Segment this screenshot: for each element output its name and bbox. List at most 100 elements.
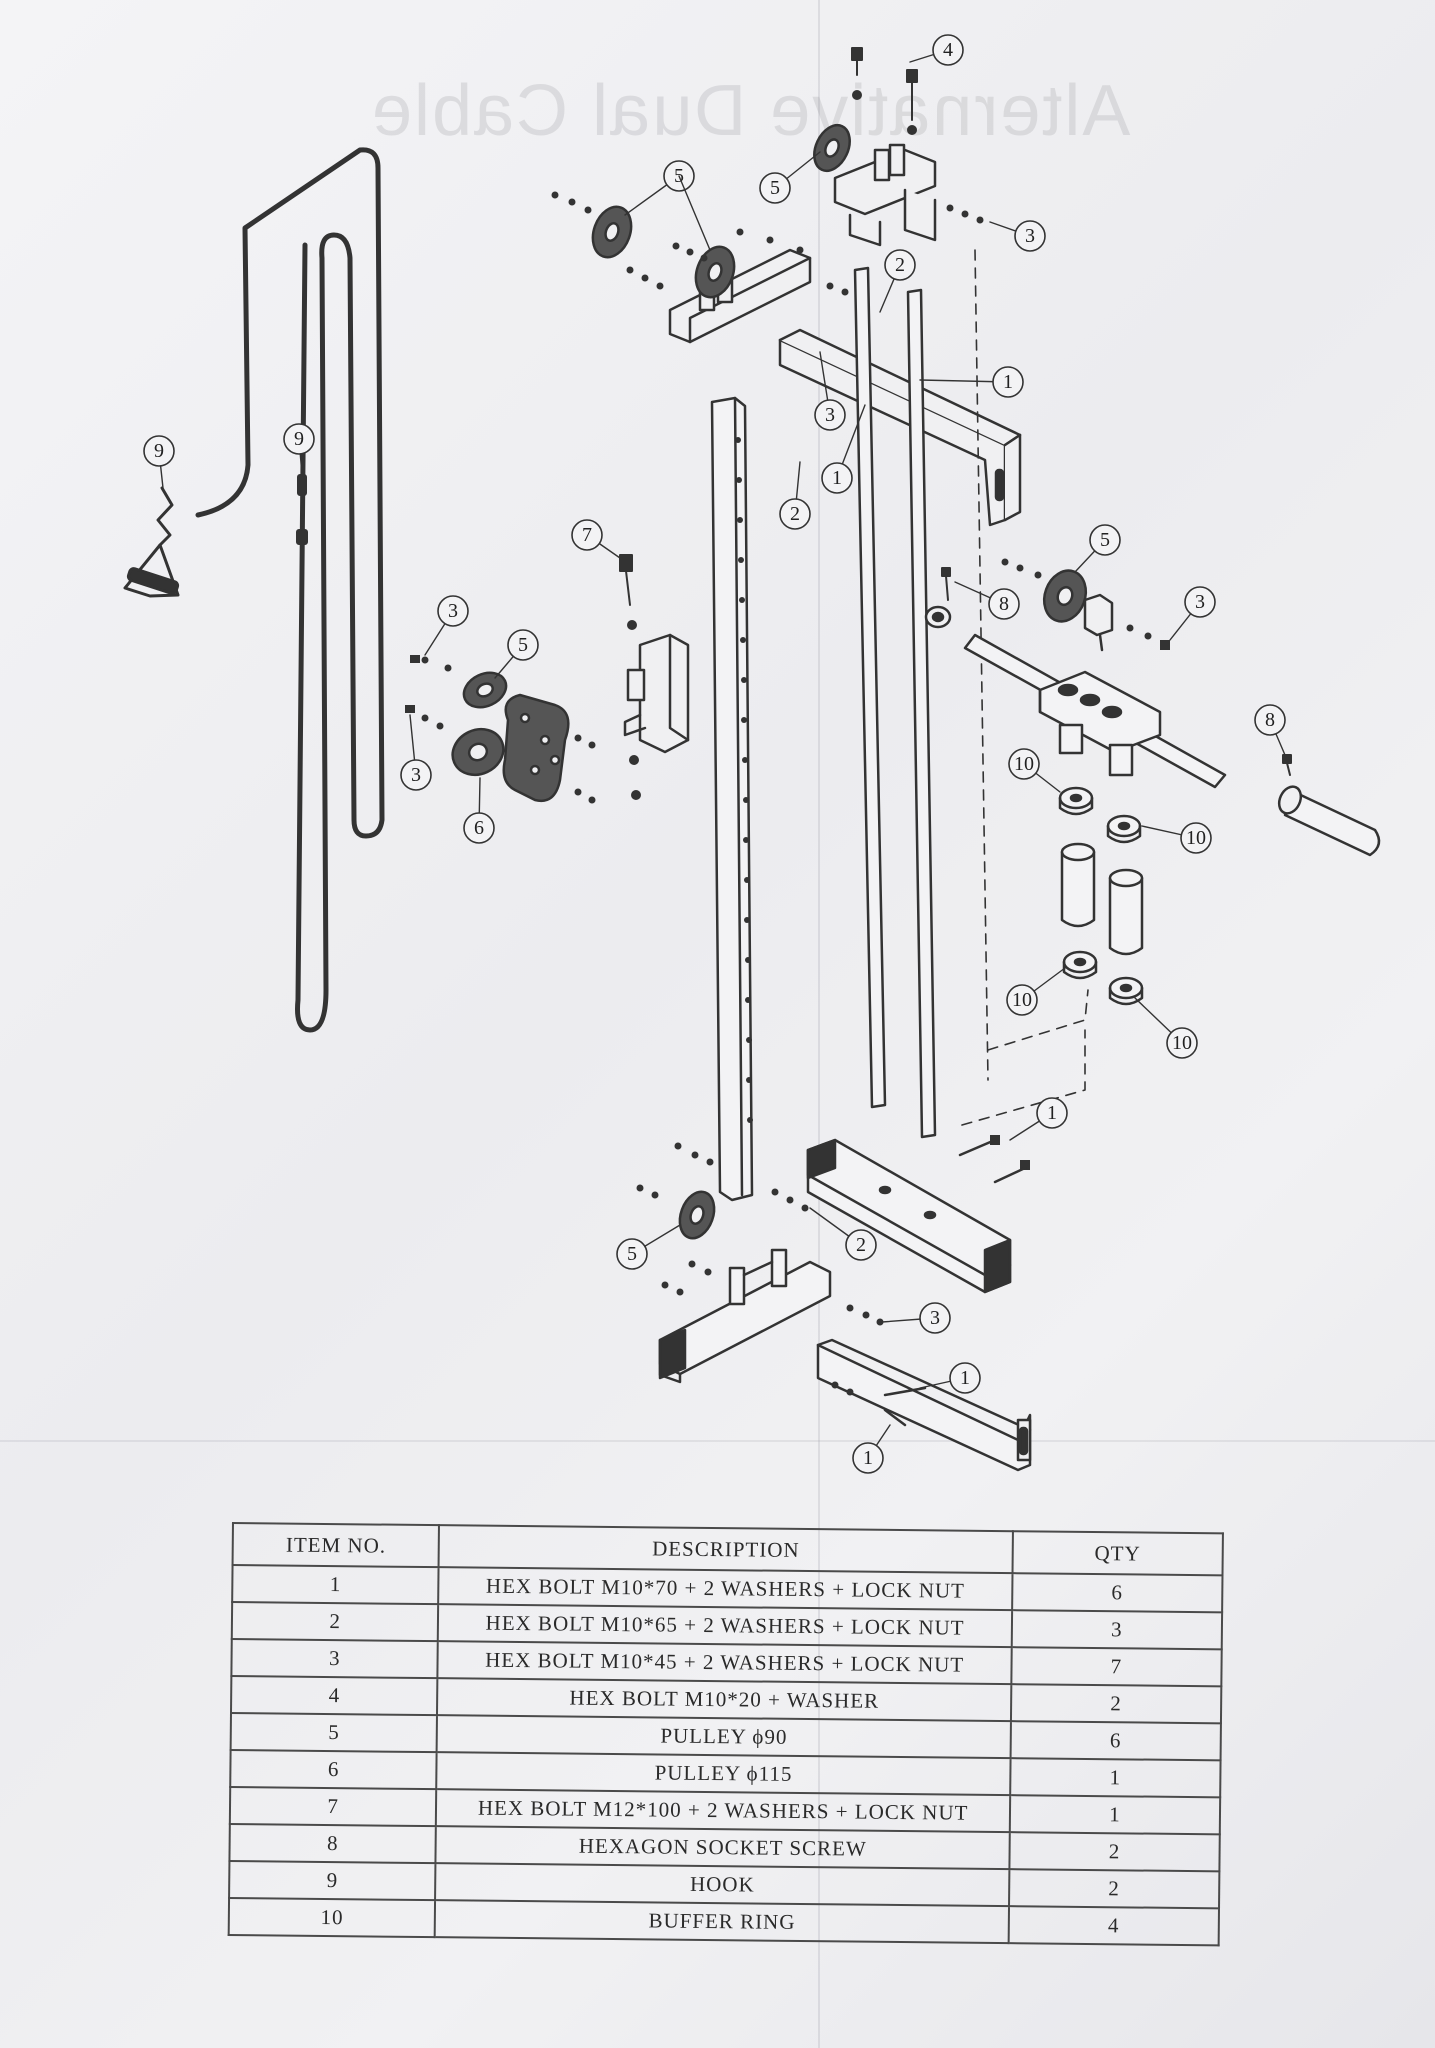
callout-5-upper-left-b <box>678 175 711 251</box>
callout-3-upper-mid: 3 <box>814 351 846 431</box>
bolt-set-icon <box>551 191 984 296</box>
svg-text:1: 1 <box>1047 1102 1057 1124</box>
svg-text:1: 1 <box>832 467 842 489</box>
top-pulley-bracket <box>833 143 937 247</box>
cell-qty: 1 <box>1009 1795 1221 1835</box>
cell-qty: 4 <box>1008 1906 1220 1946</box>
svg-text:3: 3 <box>411 764 421 786</box>
cell-item: 3 <box>231 1639 439 1679</box>
header-qty: QTY <box>1012 1531 1223 1576</box>
svg-text:3: 3 <box>1195 591 1205 613</box>
cell-item: 6 <box>230 1749 438 1790</box>
svg-text:2: 2 <box>856 1234 866 1256</box>
base-bolts <box>636 1135 1030 1427</box>
header-item-no: ITEM NO. <box>232 1523 440 1568</box>
fold-crease-vertical <box>818 0 820 2048</box>
cell-description: BUFFER RING <box>435 1900 1009 1944</box>
svg-text:2: 2 <box>790 503 800 525</box>
svg-text:10: 10 <box>1186 827 1206 849</box>
svg-text:10: 10 <box>1012 989 1032 1011</box>
callout-10-lower-right: 10 <box>1134 997 1198 1059</box>
pulley-icon <box>813 123 851 173</box>
cell-qty: 6 <box>1011 1573 1223 1613</box>
parts-list-table: ITEM NO. DESCRIPTION QTY 1 HEX BOLT M10*… <box>228 1522 1224 1946</box>
svg-text:10: 10 <box>1172 1032 1192 1054</box>
base-pulley-bracket <box>658 1248 832 1384</box>
callout-7: 7 <box>571 519 621 559</box>
cell-description: HEX BOLT M10*70 + 2 WASHERS + LOCK NUT <box>438 1567 1013 1611</box>
callout-5-top-right: 5 <box>759 151 821 204</box>
svg-text:9: 9 <box>154 440 164 462</box>
header-description: DESCRIPTION <box>438 1525 1013 1574</box>
callout-1-upper-right: 1 <box>919 366 1024 398</box>
callout-9-hook: 9 <box>283 423 315 476</box>
cell-item: 5 <box>230 1713 438 1753</box>
svg-text:1: 1 <box>1003 371 1013 393</box>
callout-3-left-lower: 3 <box>400 714 432 791</box>
cell-description: HEXAGON SOCKET SCREW <box>435 1826 1010 1870</box>
cell-description: HEX BOLT M10*45 + 2 WASHERS + LOCK NUT <box>437 1641 1012 1685</box>
cell-item: 1 <box>232 1565 439 1605</box>
svg-text:2: 2 <box>895 254 905 276</box>
cell-qty: 3 <box>1011 1610 1223 1650</box>
callout-2-upper: 2 <box>879 249 916 313</box>
svg-text:5: 5 <box>518 634 528 656</box>
svg-text:3: 3 <box>1025 225 1035 247</box>
cell-item: 2 <box>231 1602 439 1642</box>
svg-text:7: 7 <box>582 524 592 546</box>
cell-description: PULLEY ϕ115 <box>436 1752 1011 1796</box>
svg-text:5: 5 <box>627 1243 637 1265</box>
right-pulley-bracket <box>1042 569 1114 652</box>
cell-description: HEX BOLT M12*100 + 2 WASHERS + LOCK NUT <box>436 1789 1011 1833</box>
svg-text:5: 5 <box>770 177 780 199</box>
callout-2-left-upright: 2 <box>779 461 811 530</box>
cell-description: HEX BOLT M10*65 + 2 WASHERS + LOCK NUT <box>438 1604 1012 1648</box>
upright-holes <box>735 437 753 1123</box>
callout-10-upper-left: 10 <box>1008 748 1061 793</box>
callout-6: 6 <box>463 777 495 844</box>
guide-dashed-lines <box>961 249 1089 1126</box>
screw-icon <box>941 567 1292 776</box>
callout-1-upper-mid: 1 <box>821 404 866 494</box>
callout-1-base-right: 1 <box>919 1362 981 1394</box>
callout-3-lower: 3 <box>881 1302 951 1334</box>
cell-qty: 6 <box>1010 1721 1221 1761</box>
cell-description: HOOK <box>435 1863 1010 1907</box>
floating-block-bolts <box>405 655 596 804</box>
callout-4-top: 4 <box>909 34 964 66</box>
svg-text:3: 3 <box>825 404 835 426</box>
svg-text:10: 10 <box>1014 753 1034 775</box>
guide-rods <box>853 266 937 1139</box>
svg-text:3: 3 <box>448 600 458 622</box>
buffer-rings <box>1058 786 1144 1006</box>
callout-5-lower: 5 <box>616 1224 681 1270</box>
handle-grip <box>1277 785 1381 857</box>
hook-handle-icon <box>123 486 180 598</box>
callout-3-left-upper: 3 <box>424 595 469 656</box>
callout-5-right: 5 <box>1074 524 1121 573</box>
exploded-assembly-diagram: 4 5 5 3 2 1 3 1 2 7 5 8 3 3 5 3 6 9 9 8 … <box>123 34 1381 1474</box>
cell-item: 8 <box>229 1823 437 1864</box>
svg-text:1: 1 <box>863 1447 873 1469</box>
bolt-m12-icon <box>619 554 641 800</box>
cell-item: 10 <box>228 1897 436 1938</box>
cable <box>195 147 385 1033</box>
callout-3-top-right: 3 <box>989 220 1046 252</box>
pulley-icon <box>678 1190 716 1240</box>
svg-text:6: 6 <box>474 817 484 839</box>
cell-item: 9 <box>229 1860 436 1901</box>
cell-description: HEX BOLT M10*20 + WASHER <box>437 1678 1012 1722</box>
callout-8-left: 8 <box>954 581 1020 620</box>
fold-crease-horizontal <box>0 1440 1435 1442</box>
svg-text:5: 5 <box>1100 529 1110 551</box>
cell-description: PULLEY ϕ90 <box>437 1715 1011 1759</box>
callout-10-lower-left: 10 <box>1006 967 1066 1016</box>
front-base-bar <box>816 1338 1032 1472</box>
cell-qty: 2 <box>1008 1869 1220 1909</box>
callout-1-base-lower: 1 <box>852 1424 891 1474</box>
svg-text:8: 8 <box>999 593 1009 615</box>
floating-pulley-block <box>451 671 570 803</box>
rear-base-bar <box>806 1138 1012 1294</box>
callout-1-lower-right: 1 <box>1009 1097 1068 1141</box>
callout-9-hook-handle: 9 <box>143 435 175 489</box>
